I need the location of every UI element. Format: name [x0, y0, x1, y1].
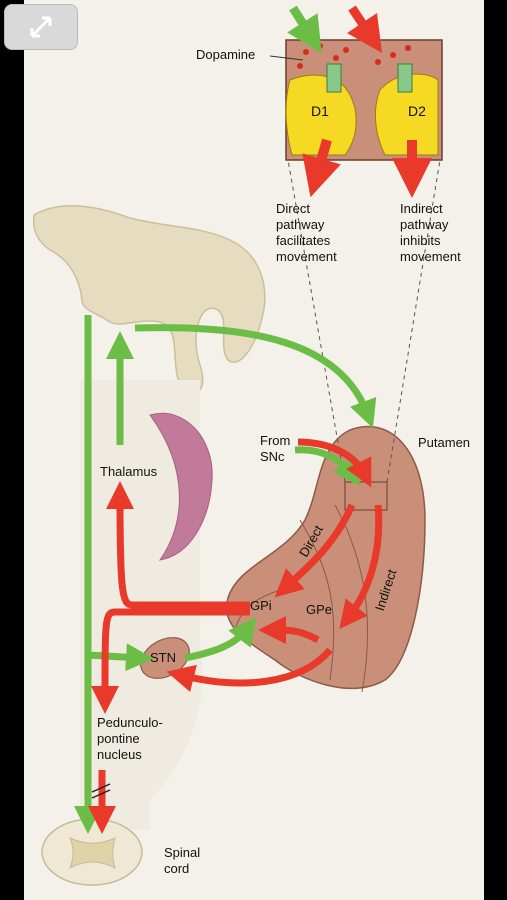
from-snc-label: From SNc: [260, 433, 291, 464]
thalamus-label: Thalamus: [100, 464, 158, 479]
stn-label: STN: [150, 650, 176, 665]
inhibitory-pathways: [88, 438, 383, 834]
d2-label: D2: [408, 103, 426, 119]
fullscreen-button[interactable]: [4, 4, 78, 50]
gpi-label: GPi: [250, 598, 272, 613]
dopamine-label: Dopamine: [196, 47, 256, 62]
ppn-label: Pedunculo- pontine nucleus: [97, 715, 163, 762]
putamen-label: Putamen: [418, 435, 471, 450]
spinal-cord-label: Spinal cord: [164, 845, 201, 876]
expand-arrows-icon: [30, 16, 52, 38]
gpe-label: GPe: [306, 602, 333, 617]
direct-caption: Direct pathway facilitates movement: [276, 201, 337, 264]
d1-label: D1: [311, 103, 329, 119]
cortex-shape: [32, 205, 266, 394]
thalamus-shape: [149, 412, 213, 561]
indirect-caption: Indirect pathway inhibits movement: [400, 201, 461, 264]
putamen-shape: [225, 425, 426, 689]
